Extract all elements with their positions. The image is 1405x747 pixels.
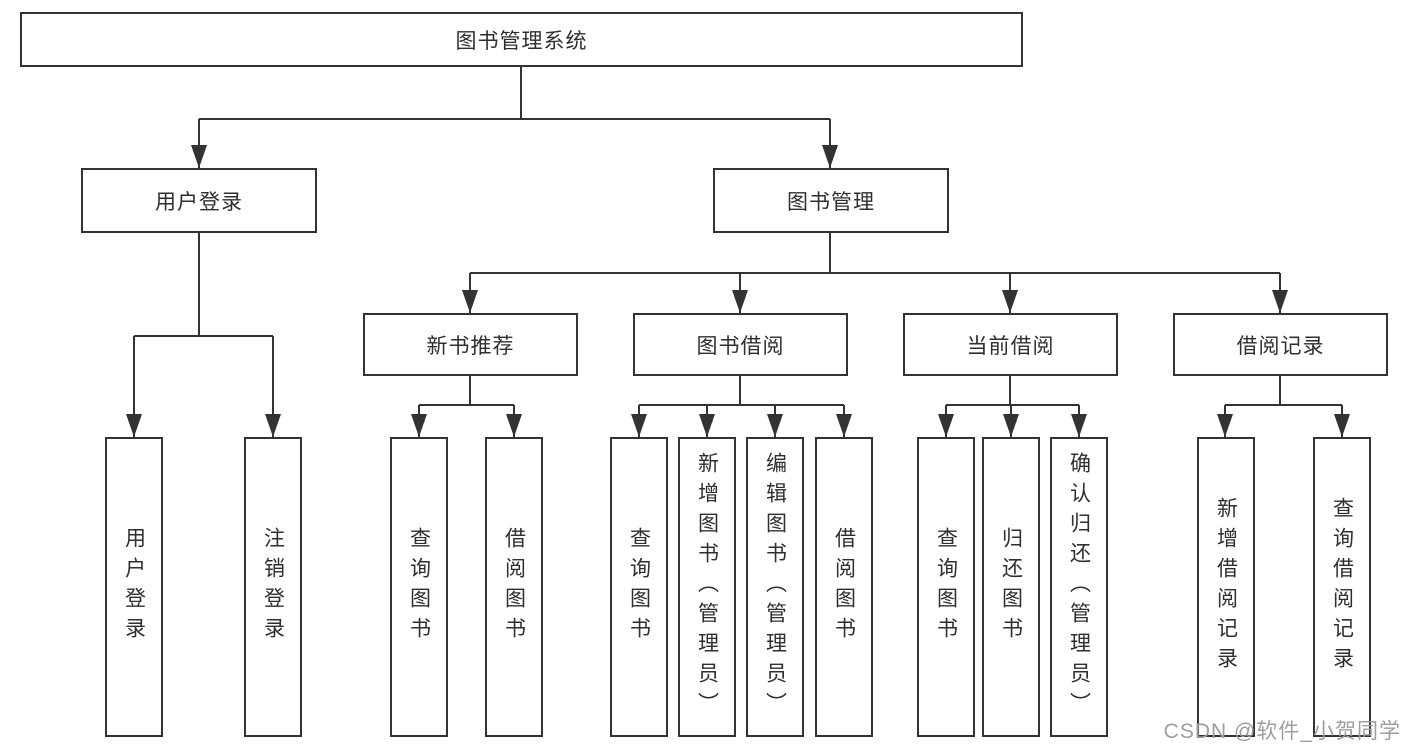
node-leaf-query-book-recommend-label: 查询图书	[407, 527, 431, 647]
node-library-system: 图书管理系统	[20, 12, 1023, 67]
node-new-book-recommend: 新书推荐	[363, 313, 578, 376]
node-borrow-records: 借阅记录	[1173, 313, 1388, 376]
node-leaf-user-login: 用户登录	[105, 437, 163, 737]
connector-root-branch	[191, 67, 838, 168]
node-library-system-label: 图书管理系统	[455, 29, 588, 53]
node-book-borrow-label: 图书借阅	[696, 334, 785, 358]
node-leaf-confirm-return-admin-label: 确认归还（管理员）	[1067, 452, 1091, 722]
node-user-login-label: 用户登录	[155, 190, 243, 214]
node-leaf-edit-book-admin: 编辑图书（管理员）	[746, 437, 804, 737]
node-leaf-edit-book-admin-label: 编辑图书（管理员）	[763, 452, 787, 722]
node-leaf-user-login-label: 用户登录	[122, 527, 146, 647]
node-leaf-borrow-book-recommend: 借阅图书	[485, 437, 543, 737]
csdn-watermark: CSDN @软件_小贺同学	[1163, 720, 1401, 743]
node-leaf-add-borrow-record-label: 新增借阅记录	[1214, 497, 1238, 677]
node-leaf-query-book-borrow: 查询图书	[610, 437, 668, 737]
connector-borrow-record-branch	[1217, 376, 1350, 437]
node-leaf-borrow-book: 借阅图书	[815, 437, 873, 737]
node-leaf-query-book-recommend: 查询图书	[390, 437, 448, 737]
node-leaf-query-borrow-record: 查询借阅记录	[1313, 437, 1371, 737]
node-leaf-borrow-book-label: 借阅图书	[832, 527, 856, 647]
node-leaf-borrow-book-recommend-label: 借阅图书	[502, 527, 526, 647]
node-book-borrow: 图书借阅	[633, 313, 848, 376]
node-borrow-records-label: 借阅记录	[1236, 334, 1325, 358]
node-current-borrow: 当前借阅	[903, 313, 1118, 376]
node-book-management-label: 图书管理	[787, 190, 875, 214]
node-leaf-query-book-current: 查询图书	[917, 437, 975, 737]
node-leaf-add-book-admin-label: 新增图书（管理员）	[695, 452, 719, 722]
node-current-borrow-label: 当前借阅	[966, 334, 1055, 358]
node-book-management: 图书管理	[713, 168, 949, 233]
node-leaf-query-book-borrow-label: 查询图书	[627, 527, 651, 647]
node-leaf-return-book: 归还图书	[982, 437, 1040, 737]
connector-new-book-branch	[411, 376, 522, 437]
node-leaf-query-borrow-record-label: 查询借阅记录	[1330, 497, 1354, 677]
node-leaf-add-borrow-record: 新增借阅记录	[1197, 437, 1255, 737]
connector-book-borrow-branch	[631, 376, 852, 437]
node-user-login: 用户登录	[81, 168, 317, 233]
node-leaf-add-book-admin: 新增图书（管理员）	[678, 437, 736, 737]
node-new-book-recommend-label: 新书推荐	[426, 334, 515, 358]
node-leaf-query-book-current-label: 查询图书	[934, 527, 958, 647]
node-leaf-logout: 注销登录	[244, 437, 302, 737]
connector-user-login-branch	[126, 233, 281, 437]
node-leaf-confirm-return-admin: 确认归还（管理员）	[1050, 437, 1108, 737]
node-leaf-return-book-label: 归还图书	[999, 527, 1023, 647]
connector-book-mgmt-branch	[462, 233, 1288, 313]
node-leaf-logout-label: 注销登录	[261, 527, 285, 647]
connector-current-borrow-branch	[938, 376, 1087, 437]
